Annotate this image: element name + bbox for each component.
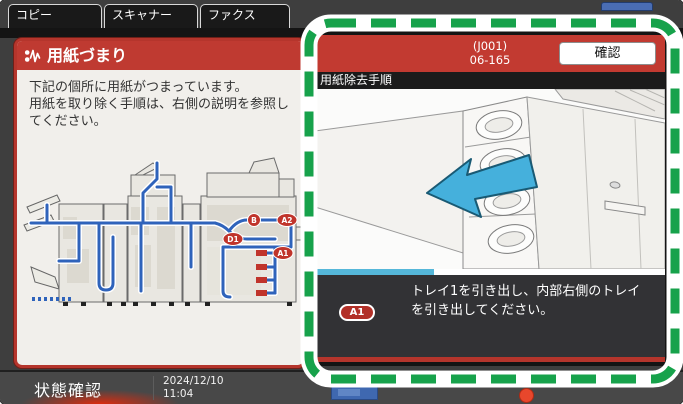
jam-marker-b: B [251, 216, 257, 225]
paper-jam-alert-panel: 用紙づまり 下記の個所に用紙がつまっています。 用紙を取り除く手順は、右側の説明… [14, 38, 306, 368]
paper-jam-icon [24, 49, 41, 63]
jam-marker-d1: D1 [227, 235, 238, 244]
guide-panel-accent-bar [315, 357, 665, 362]
step-marker-badge: A1 [339, 304, 375, 321]
date-text: 2024/12/10 [163, 375, 224, 387]
tab-fax[interactable]: ファクス [200, 4, 290, 28]
tray-pullout-illustration [315, 88, 665, 270]
function-tab-bar: コピー スキャナー ファクス [0, 0, 683, 28]
status-check-button[interactable]: 状態確認 [34, 381, 103, 400]
alert-title: 用紙づまり [47, 46, 128, 65]
system-status-bar: 状態確認 2024/12/10 11:04 [0, 370, 683, 404]
bottom-bar-button-glyph [338, 389, 360, 396]
jam-marker-a1: A1 [277, 249, 288, 258]
alert-message-line2: 用紙を取り除く手順は、右側の説明を参照してください。 [29, 97, 290, 129]
guide-section-title: 用紙除去手順 [315, 72, 665, 89]
printer-jam-diagram: D1 B A2 A1 [23, 157, 303, 306]
alert-panel-header: 用紙づまり [17, 41, 303, 70]
jam-tray-indicators [256, 250, 267, 296]
jam-marker-a2: A2 [281, 216, 292, 225]
alert-message-line1: 下記の個所に用紙がつまっています。 [29, 80, 248, 95]
jam-location-markers: D1 B A2 A1 [222, 213, 298, 260]
time-text: 11:04 [163, 388, 194, 400]
alert-message: 下記の個所に用紙がつまっています。 用紙を取り除く手順は、右側の説明を参照してく… [29, 79, 301, 130]
instruction-line2: を引き出してください。 [411, 303, 554, 318]
instruction-area: A1 トレイ1を引き出し、内部右側のトレイ を引き出してください。 [315, 275, 665, 357]
tab-scanner[interactable]: スキャナー [104, 4, 198, 28]
datetime-display: 2024/12/10 11:04 [163, 375, 224, 401]
status-bar-divider [153, 376, 154, 400]
confirm-button[interactable]: 確認 [559, 42, 656, 65]
tab-copy[interactable]: コピー [8, 4, 102, 28]
bottom-bar-partial-button[interactable] [331, 386, 378, 400]
instruction-text: トレイ1を引き出し、内部右側のトレイ を引き出してください。 [411, 282, 640, 320]
jam-removal-guide-panel: (J001) 06-165 確認 用紙除去手順 [313, 33, 667, 366]
top-right-partial-button[interactable] [601, 2, 653, 11]
stop-icon[interactable] [519, 388, 534, 403]
guide-header: (J001) 06-165 確認 [315, 35, 665, 72]
alert-glow [0, 384, 200, 404]
instruction-line1: トレイ1を引き出し、内部右側のトレイ [411, 284, 641, 299]
